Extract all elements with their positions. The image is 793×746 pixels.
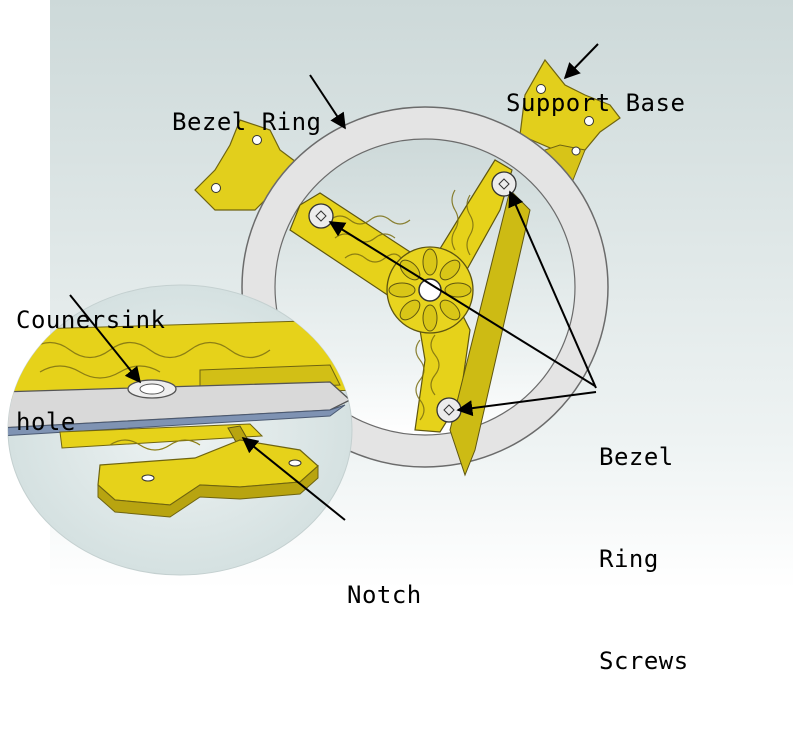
leader-screw-top-right — [508, 190, 597, 389]
label-screws-line1: Bezel — [599, 443, 674, 471]
screw-top-left — [308, 203, 334, 229]
label-countersink-hole: Counersink hole — [16, 235, 166, 507]
label-bezel-ring: Bezel Ring — [172, 37, 322, 207]
label-countersink-line2: hole — [16, 408, 76, 436]
base-hole-left-1 — [211, 183, 221, 193]
detail-inset — [7, 284, 353, 576]
leader-support-base — [563, 43, 599, 80]
bezel-ring-screws — [308, 171, 517, 423]
screw-top-right — [491, 171, 517, 197]
screw-bottom — [436, 397, 462, 423]
leader-countersink-hole — [69, 294, 142, 384]
label-support-base: Support Base — [506, 18, 685, 188]
base-hole-right-2 — [584, 116, 594, 126]
base-hole-right-3 — [571, 146, 581, 156]
leader-screw-top-left — [328, 221, 596, 387]
label-notch-text: Notch — [347, 581, 422, 609]
leader-lines — [69, 43, 599, 521]
base-hole-right-1 — [536, 84, 546, 94]
inset-bezel-ring — [8, 381, 352, 429]
assembly-diagram: Bezel Ring Support Base Counersink hole … — [7, 0, 793, 675]
leader-notch — [241, 436, 346, 521]
leader-screw-bottom — [456, 391, 597, 417]
label-notch: Notch — [347, 510, 422, 680]
label-screws-line3: Screws — [599, 647, 689, 675]
leader-bezel-ring — [309, 74, 346, 130]
label-countersink-line1: Counersink — [16, 306, 166, 334]
label-support-base-text: Support Base — [506, 89, 686, 117]
diagram-artwork — [7, 0, 793, 589]
label-screws-line2: Ring — [599, 545, 659, 573]
hub-center-hole — [418, 278, 442, 302]
label-bezel-ring-text: Bezel Ring — [172, 108, 322, 136]
base-hole-left-2 — [252, 135, 262, 145]
label-bezel-ring-screws: Bezel Ring Screws — [599, 372, 689, 746]
